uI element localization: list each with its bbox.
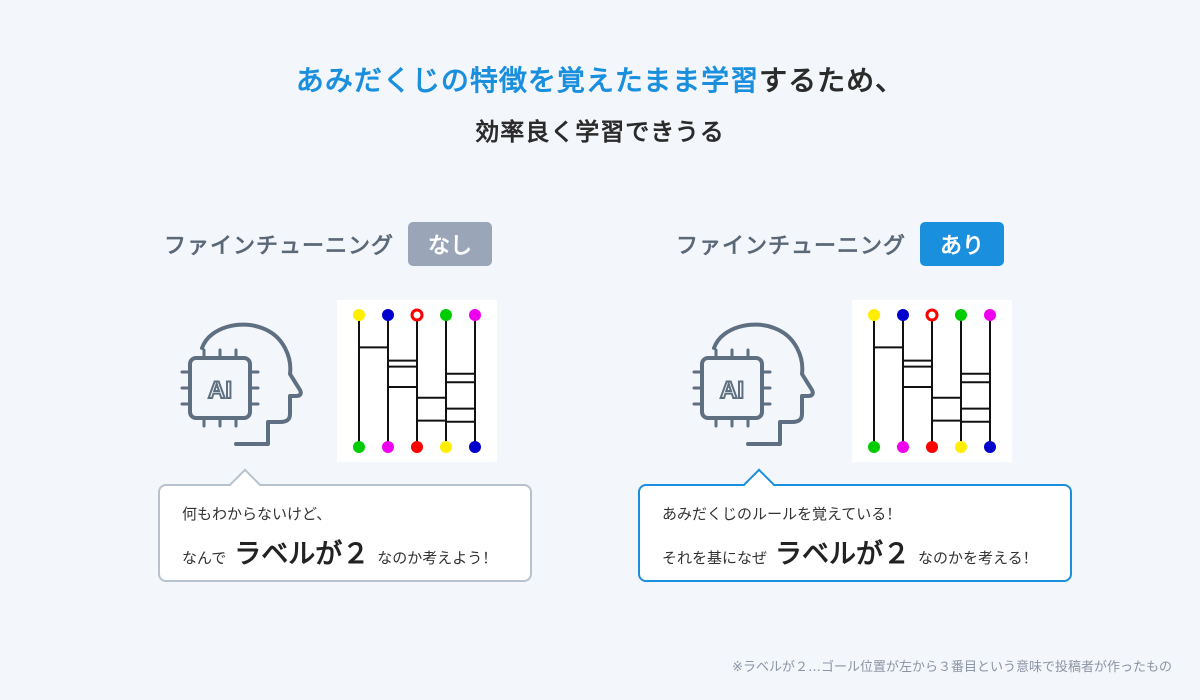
ladder-goal-dot — [353, 441, 365, 453]
ladder-goal-dot — [897, 441, 909, 453]
ladder-start-dot — [955, 309, 967, 321]
left-label-text: ファインチューニング — [164, 234, 395, 259]
ai-text: AI — [208, 377, 232, 404]
right-badge: あり — [920, 222, 1005, 266]
left-bubble-line1: 何もわからないけど、 — [182, 505, 332, 523]
headline-rest: するため、 — [759, 64, 905, 97]
right-panel-label: ファインチューニング あり — [676, 222, 1005, 266]
ladder-goal-dot — [411, 441, 423, 453]
ai-head-icon: AI — [692, 322, 815, 446]
headline-accent: あみだくじの特徴を覚えたまま学習 — [295, 64, 760, 97]
ai-text: AI — [720, 377, 744, 404]
ladder-goal-dot — [868, 441, 880, 453]
left-bubble-pre: なんで — [182, 549, 227, 567]
left-bubble-line2: なんで ラベルが２ なのか考えよう！ — [182, 532, 508, 571]
right-bubble-post: なのかを考える！ — [918, 549, 1038, 567]
right-bubble-line2: それを基になぜ ラベルが２ なのかを考える！ — [662, 532, 1048, 571]
ladder-start-dot — [469, 309, 481, 321]
right-amida-ladder — [852, 300, 1012, 462]
ladder-goal-dot — [955, 441, 967, 453]
ladder-start-dot — [897, 309, 909, 321]
left-bubble-label: ラベルが２ — [234, 539, 370, 570]
right-speech-bubble: あみだくじのルールを覚えている！ それを基になぜ ラベルが２ なのかを考える！ — [638, 468, 1072, 582]
ladder-start-dot — [868, 309, 880, 321]
ladder-goal-dot — [926, 441, 938, 453]
right-label-text: ファインチューニング — [676, 234, 907, 259]
ladder-goal-dot — [469, 441, 481, 453]
headline-line2: 効率良く学習できうる — [475, 118, 725, 146]
right-bubble-pre: それを基になぜ — [662, 549, 768, 567]
left-speech-bubble: 何もわからないけど、 なんで ラベルが２ なのか考えよう！ — [158, 468, 532, 582]
headline: あみだくじの特徴を覚えたまま学習するため、 — [0, 62, 1200, 100]
ladder-goal-dot — [382, 441, 394, 453]
ladder-start-dot — [925, 308, 939, 322]
ladder-start-dot — [410, 308, 424, 322]
ladder-goal-dot — [440, 441, 452, 453]
right-bubble-label: ラベルが２ — [775, 539, 911, 570]
ladder-start-dot — [382, 309, 394, 321]
ladder-goal-dot — [984, 441, 996, 453]
ladder-start-dot — [984, 309, 996, 321]
left-bubble-post: なのか考えよう！ — [377, 549, 498, 567]
left-badge: なし — [408, 222, 493, 266]
left-amida-ladder — [337, 300, 497, 462]
right-bubble-line1: あみだくじのルールを覚えている！ — [662, 505, 902, 523]
footnote: ※ラベルが２…ゴール位置が左から３番目という意味で投稿者が作ったもの — [732, 660, 1172, 675]
ladder-start-dot — [353, 309, 365, 321]
ladder-start-dot — [440, 309, 452, 321]
ai-head-icon: AI — [180, 322, 303, 446]
left-panel-label: ファインチューニング なし — [164, 222, 493, 266]
